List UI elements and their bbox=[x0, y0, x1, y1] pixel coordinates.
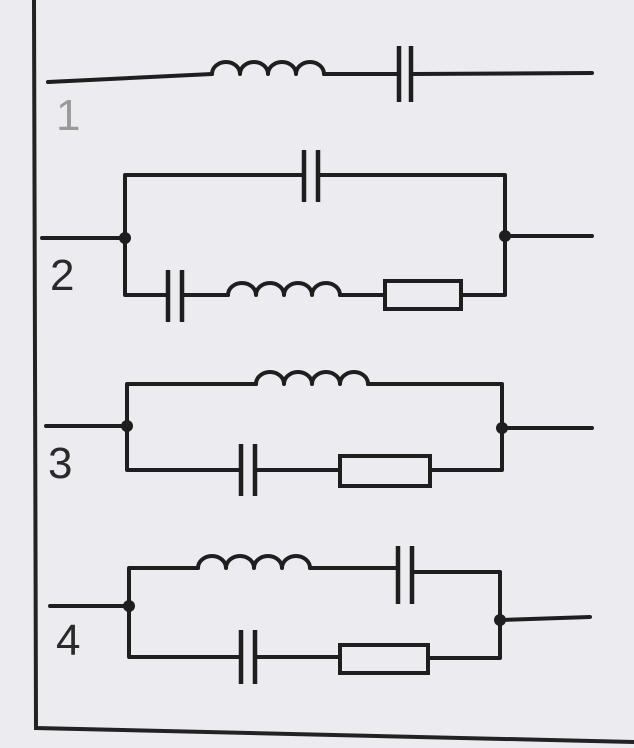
circuit-4-inductor bbox=[196, 554, 312, 570]
circuit-4-left-junction bbox=[123, 600, 135, 612]
circuit-3-bottom-branch-wire-c bbox=[428, 426, 504, 472]
circuit-2-bottom-branch-wire-a bbox=[123, 236, 170, 297]
circuit-2-left-junction bbox=[119, 232, 131, 244]
circuit-3: 3 bbox=[44, 370, 594, 496]
circuit-2-inductor bbox=[226, 281, 342, 297]
circuit-4-top-branch-wire-c bbox=[410, 570, 502, 622]
circuit-3-inductor bbox=[254, 370, 370, 386]
circuit-4-bottom-branch-wire-c bbox=[426, 618, 502, 660]
circuit-1-output-wire bbox=[409, 71, 594, 76]
circuit-4: 4 bbox=[48, 546, 592, 684]
circuit-1: 1 bbox=[46, 46, 594, 140]
circuit-1-inductor bbox=[210, 60, 326, 76]
circuit-4-right-junction bbox=[494, 614, 506, 626]
circuit-2-bottom-branch-wire-d bbox=[459, 234, 507, 297]
circuit-2-label: 2 bbox=[50, 251, 74, 300]
circuit-3-top-branch-wire-a bbox=[125, 382, 258, 428]
circuit-2-right-junction bbox=[499, 230, 511, 242]
circuit-1-label: 1 bbox=[56, 91, 80, 140]
circuit-4-top-branch-wire-a bbox=[127, 566, 200, 608]
circuit-3-bottom-branch-wire-a bbox=[125, 424, 243, 472]
circuit-4-output-wire bbox=[498, 615, 592, 622]
circuit-3-top-branch-wire-b bbox=[366, 382, 504, 430]
circuit-3-label: 3 bbox=[48, 439, 72, 488]
circuit-2-resistor bbox=[383, 279, 463, 311]
circuit-4-bottom-branch-wire-a bbox=[127, 604, 243, 659]
page-border bbox=[32, 0, 634, 744]
circuit-3-resistor bbox=[338, 454, 432, 488]
circuit-1-input-wire bbox=[46, 72, 214, 84]
circuit-4-label: 4 bbox=[56, 616, 80, 665]
circuit-2-top-branch-wire bbox=[123, 173, 507, 240]
circuit-3-left-junction bbox=[121, 420, 133, 432]
circuit-3-right-junction bbox=[496, 422, 508, 434]
circuit-2: 2 bbox=[40, 150, 594, 322]
circuit-4-resistor bbox=[338, 643, 430, 675]
